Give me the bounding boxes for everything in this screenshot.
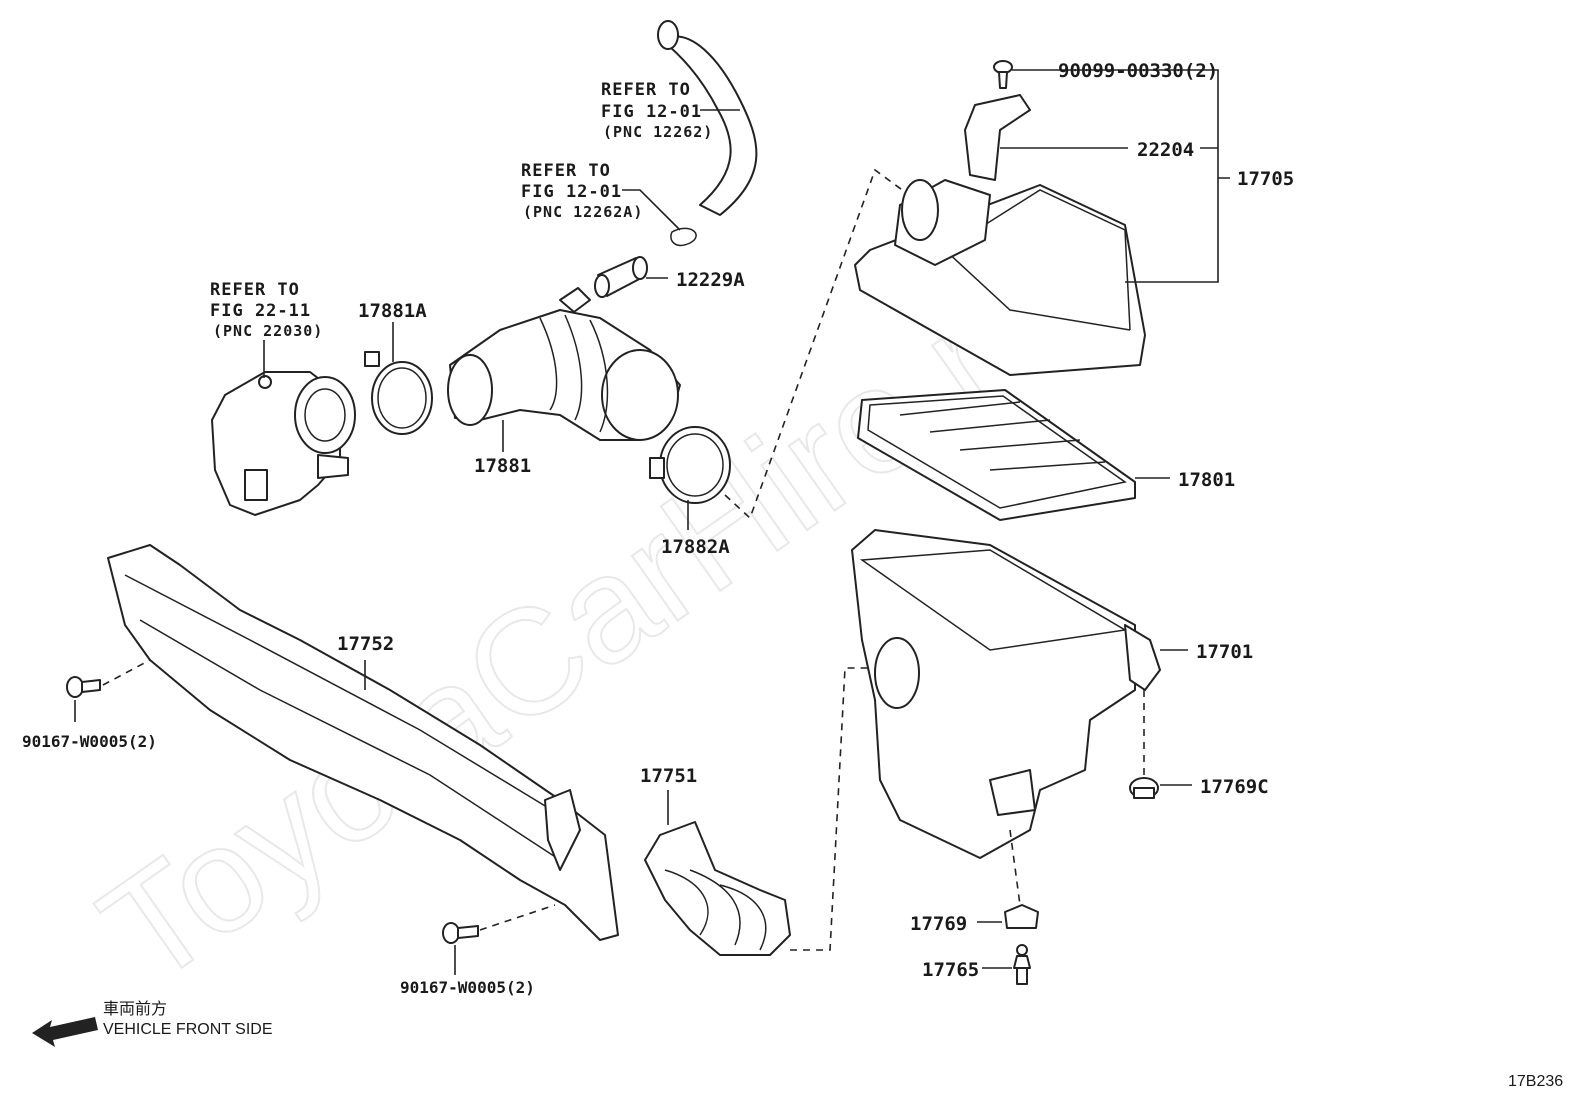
throttle-body-drawing (211, 371, 356, 516)
part-number-22204: 22204 (1137, 139, 1194, 161)
part-number-17881: 17881 (474, 455, 531, 477)
filter-element-drawing (857, 389, 1136, 521)
stud-17765-drawing (1013, 944, 1031, 985)
part-number-90167-w0005-left: 90167-W0005(2) (22, 732, 157, 751)
ref-line: (PNC 22030) (213, 322, 323, 340)
leader-ref-12262A (622, 189, 681, 231)
ref-line: (PNC 12262A) (523, 203, 643, 221)
part-number-90167-w0005-right: 90167-W0005(2) (400, 978, 535, 997)
ref-line: REFER TO (210, 280, 300, 300)
part-number-17882A: 17882A (661, 536, 730, 558)
bolt-90167-left-drawing (66, 676, 101, 698)
front-arrow-icon (32, 1017, 98, 1047)
dashed-bolt-left (102, 659, 151, 686)
ref-fig-22-11-throttle: REFER TO FIG 22-11 (PNC 22030) (210, 280, 323, 340)
clamp-17882A-drawing (649, 426, 731, 504)
part-number-17769C: 17769C (1200, 776, 1269, 798)
intake-hose-17881-drawing (447, 287, 681, 441)
dashed-hose-to-cap (724, 168, 906, 520)
pipe-12229A-drawing (594, 256, 648, 298)
part-number-17752: 17752 (337, 633, 394, 655)
part-number-17765: 17765 (922, 959, 979, 981)
radiator-hose-drawing (657, 20, 758, 216)
air-cleaner-case-drawing (851, 529, 1161, 859)
ref-line: FIG 12-01 (521, 182, 622, 202)
ref-line: REFER TO (521, 161, 611, 181)
part-number-17705: 17705 (1237, 168, 1294, 190)
ref-fig-12-01-clip: REFER TO FIG 12-01 (PNC 12262A) (521, 161, 643, 221)
ref-fig-12-01-hose: REFER TO FIG 12-01 (PNC 12262) (601, 80, 713, 141)
hose-clip-drawing (670, 227, 697, 247)
dashed-bolt-right (479, 904, 556, 931)
intake-duct-17752-drawing (107, 544, 619, 941)
clamp-17881A-drawing (364, 351, 433, 435)
dashed-duct-to-case (790, 667, 868, 951)
mass-airflow-sensor-drawing (964, 94, 1031, 181)
part-number-17751: 17751 (640, 765, 697, 787)
screw-90099-drawing (993, 60, 1013, 89)
ref-line: REFER TO (601, 80, 691, 100)
grommet-17769-drawing (1004, 904, 1039, 929)
front-side-label-en: VEHICLE FRONT SIDE (103, 1021, 273, 1038)
intake-duct-17751-drawing (644, 821, 791, 956)
part-number-17701: 17701 (1196, 641, 1253, 663)
bolt-90167-right-drawing (442, 922, 479, 944)
ref-line: FIG 12-01 (601, 102, 702, 122)
part-number-17769: 17769 (910, 913, 967, 935)
part-number-17881A: 17881A (358, 300, 427, 322)
front-side-label-jp: 車両前方 (103, 1000, 167, 1018)
leader-17705 (1012, 69, 1230, 283)
figure-code: 17B236 (1508, 1073, 1563, 1090)
air-cleaner-cap-drawing (854, 179, 1146, 376)
part-number-17801: 17801 (1178, 469, 1235, 491)
ref-line: (PNC 12262) (603, 123, 713, 141)
ref-line: FIG 22-11 (210, 301, 311, 321)
part-number-90099-00330: 90099-00330(2) (1058, 60, 1218, 82)
part-number-12229A: 12229A (676, 269, 745, 291)
grommet-17769C-drawing (1129, 777, 1159, 799)
